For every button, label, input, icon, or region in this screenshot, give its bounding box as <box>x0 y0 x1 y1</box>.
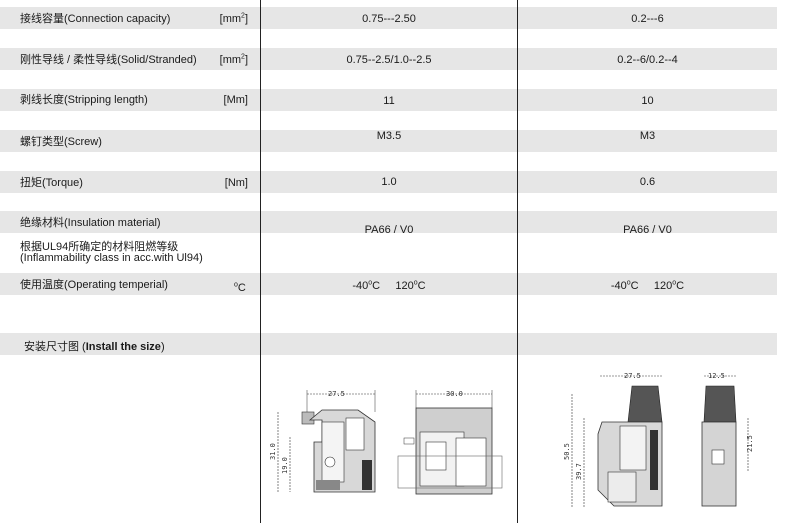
row-label-operating-temp: 使用温度(Operating temperial) <box>20 279 168 291</box>
value-col1: PA66 / V0 <box>364 224 414 236</box>
row-label-inflammability-en: (Inflammability class in acc.with Ul94) <box>20 252 203 264</box>
value-col1: 1.0 <box>381 176 397 188</box>
dim-height: 31.0 <box>269 443 277 460</box>
dim-height-1: 50.5 <box>563 443 571 460</box>
row-label-connection-capacity: 接线容量(Connection capacity) <box>20 13 171 25</box>
row-label-insulation: 绝缘材料(Insulation material) <box>20 217 161 229</box>
row-unit: [mm2] <box>219 53 248 66</box>
terminal-front-drawing-2: 12.5 21.5 <box>701 372 754 507</box>
row-label-inflammability-cn: 根据UL94所确定的材料阻燃等级 <box>20 241 179 253</box>
dim-height: 21.5 <box>746 435 754 452</box>
value-col2: 0.2---6 <box>631 13 664 25</box>
dim-width: 30.0 <box>446 390 463 398</box>
dim-width: 27.5 <box>624 372 641 380</box>
terminal-side-drawing: 27.5 31.0 19.0 <box>269 390 376 493</box>
value-col2: PA66 / V0 <box>623 224 672 236</box>
row-unit: oC <box>234 281 246 294</box>
value-col1: 0.75---2.50 <box>362 13 416 25</box>
value-col1: -40oC 120oC <box>352 279 426 292</box>
value-col2: 0.6 <box>639 176 656 188</box>
dim-height-2: 39.7 <box>575 463 583 480</box>
terminal-side-drawing-2: 27.5 50.5 39.7 <box>563 372 663 508</box>
column-divider <box>260 0 261 523</box>
row-band <box>0 48 777 70</box>
value-col1: 11 <box>383 95 395 107</box>
value-col1: 0.75--2.5/1.0--2.5 <box>346 54 432 66</box>
value-col2: 0.2--6/0.2--4 <box>617 54 678 66</box>
row-band <box>0 171 777 193</box>
row-unit: [Nm] <box>224 177 248 189</box>
row-label-screw: 螺钉类型(Screw) <box>20 136 102 148</box>
dim-inner: 19.0 <box>281 457 289 474</box>
column-divider <box>517 0 518 523</box>
section-band <box>0 333 777 355</box>
value-col2: M3 <box>639 130 656 142</box>
row-band <box>0 273 777 295</box>
row-band <box>0 89 777 111</box>
row-label-solid-stranded: 刚性导线 / 柔性导线(Solid/Stranded) <box>20 54 197 66</box>
row-band <box>0 130 777 152</box>
row-unit: [mm2] <box>219 12 248 25</box>
value-col2: -40oC 120oC <box>610 279 685 292</box>
row-label-torque: 扭矩(Torque) <box>20 177 83 189</box>
dim-width: 27.5 <box>328 390 345 398</box>
row-unit: [Mm] <box>223 94 248 106</box>
row-band <box>0 211 777 233</box>
terminal-front-drawing: 30.0 <box>397 390 503 495</box>
row-label-stripping-length: 剥线长度(Stripping length) <box>20 94 148 106</box>
value-col1: M3.5 <box>376 130 402 142</box>
value-col2: 10 <box>641 95 654 107</box>
dim-width: 12.5 <box>708 372 725 380</box>
section-title: 安装尺寸图 (Install the size) <box>24 341 165 353</box>
row-band <box>0 7 777 29</box>
